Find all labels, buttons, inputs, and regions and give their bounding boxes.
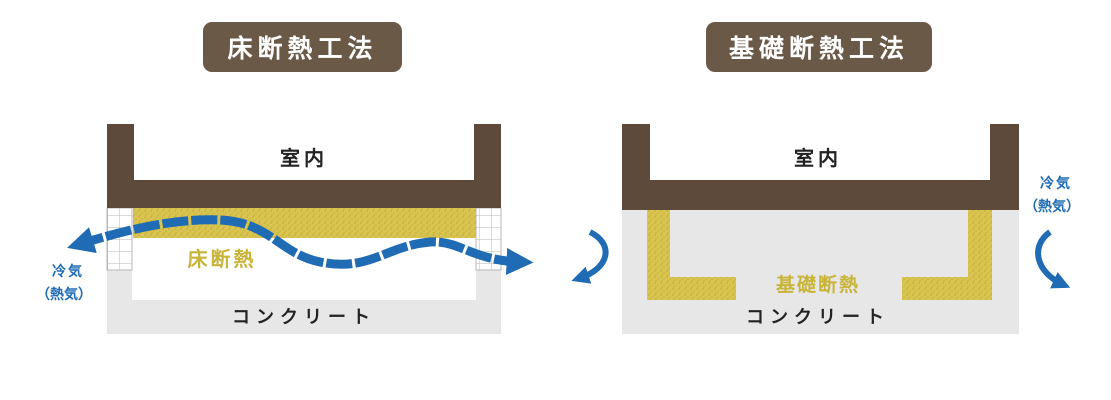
air-label-right-line2: （熱気） bbox=[1024, 198, 1080, 215]
foundation-insulation-layer-right bbox=[902, 210, 992, 300]
foundation-label-left: コンクリート bbox=[232, 307, 376, 328]
room-structure-right bbox=[622, 124, 1019, 210]
air-label-left-line1: 冷気 bbox=[52, 263, 84, 280]
air-label-right-line1: 冷気 bbox=[1040, 175, 1072, 192]
foundation-insulation-panel: 室内 基礎断熱 コンクリート 冷気 （熱気） bbox=[571, 124, 1080, 334]
foundation-label-right: コンクリート bbox=[746, 307, 890, 328]
title-floor-insulation: 床断熱工法 bbox=[203, 22, 402, 72]
airflow-arrow-right-b bbox=[1035, 229, 1071, 289]
room-label-left: 室内 bbox=[280, 146, 328, 170]
floor-insulation-panel: 室内 床断熱 コンクリート 冷気 （熱気） bbox=[36, 124, 534, 334]
airflow-arrow-right-a bbox=[571, 229, 609, 284]
foundation-insulation-layer-left bbox=[647, 210, 736, 300]
room-structure-left bbox=[107, 124, 501, 208]
airflow-arrow-left bbox=[67, 215, 534, 275]
title-foundation-insulation: 基礎断熱工法 bbox=[706, 22, 932, 72]
room-label-right: 室内 bbox=[794, 146, 842, 170]
foundation-insulation-label: 基礎断熱 bbox=[775, 273, 860, 296]
floor-insulation-label: 床断熱 bbox=[188, 247, 257, 271]
air-label-left-line2: （熱気） bbox=[36, 286, 92, 303]
concrete-foundation-right bbox=[622, 210, 1019, 334]
